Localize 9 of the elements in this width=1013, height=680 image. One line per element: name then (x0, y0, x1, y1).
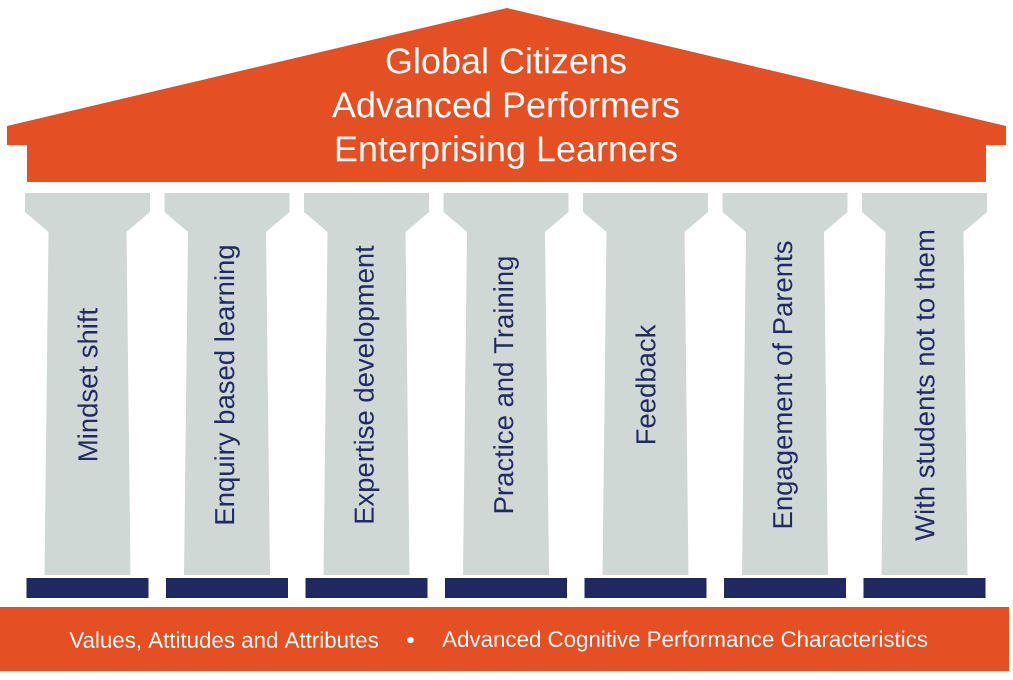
pillar: Practice and Training (443, 193, 569, 598)
temple-roof: Global Citizens Advanced Performers Enterprising Learners (7, 8, 1006, 182)
pillar: Engagement of Parents (722, 193, 848, 598)
pillar: Mindset shift (25, 193, 150, 598)
pillar: Expertise development (304, 193, 429, 598)
pillar: Feedback (583, 193, 708, 598)
pillar: With students not to them (862, 193, 987, 598)
pillar: Enquiry based learning (164, 193, 290, 598)
foundation-band: Values, Attitudes and Attributes Advanced Cognitive Performance Characteristics (0, 607, 1009, 671)
